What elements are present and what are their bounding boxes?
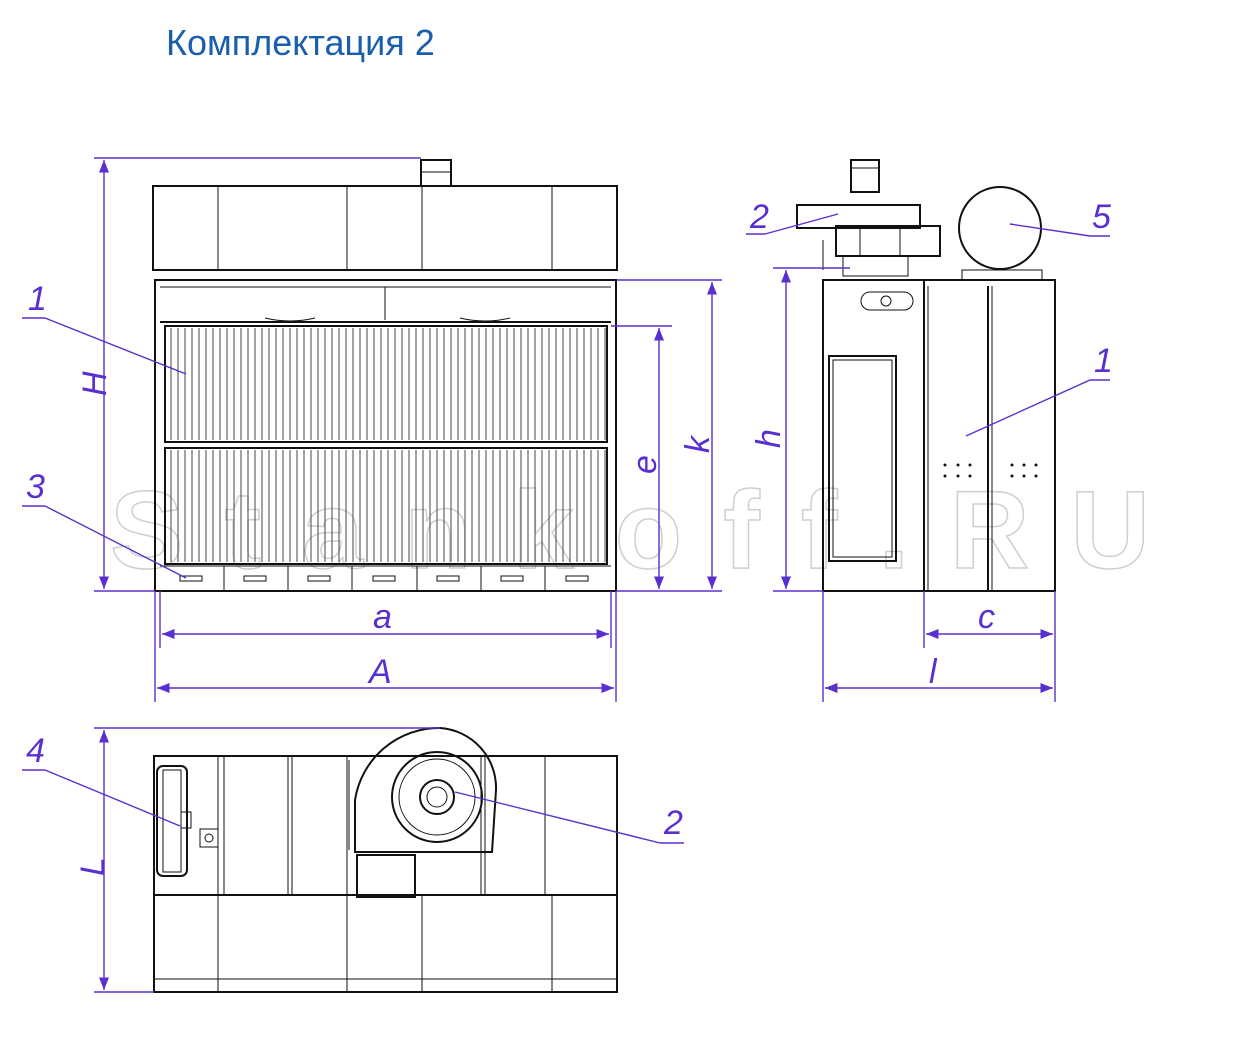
callout-4: 4 <box>26 732 45 770</box>
callout-3: 3 <box>26 468 45 506</box>
callout-5: 5 <box>1092 198 1111 236</box>
side-dimensions <box>773 267 1056 702</box>
callout-1-side: 1 <box>1094 342 1113 380</box>
dim-label-c: c <box>978 598 995 636</box>
dim-label-L: L <box>74 857 112 876</box>
dim-label-A: A <box>367 653 392 691</box>
front-dimensions <box>94 157 722 702</box>
front-view <box>152 159 618 592</box>
watermark: Stankoff.RU <box>110 469 1150 592</box>
page-title: Комплектация 2 <box>166 22 435 63</box>
callout-1-front: 1 <box>28 280 47 318</box>
front-callouts <box>22 317 187 579</box>
dim-label-k: k <box>679 434 717 453</box>
callout-2-side: 2 <box>749 198 769 236</box>
dim-label-e: e <box>626 455 664 474</box>
callout-2-top: 2 <box>663 804 683 842</box>
dim-label-l: l <box>929 653 938 691</box>
dim-label-a: a <box>373 598 392 636</box>
side-view <box>796 159 1056 592</box>
dim-label-h: h <box>750 429 788 448</box>
top-view <box>153 726 618 993</box>
dim-label-H: H <box>76 371 114 396</box>
top-dimensions <box>22 727 684 993</box>
side-callouts <box>746 213 1110 437</box>
